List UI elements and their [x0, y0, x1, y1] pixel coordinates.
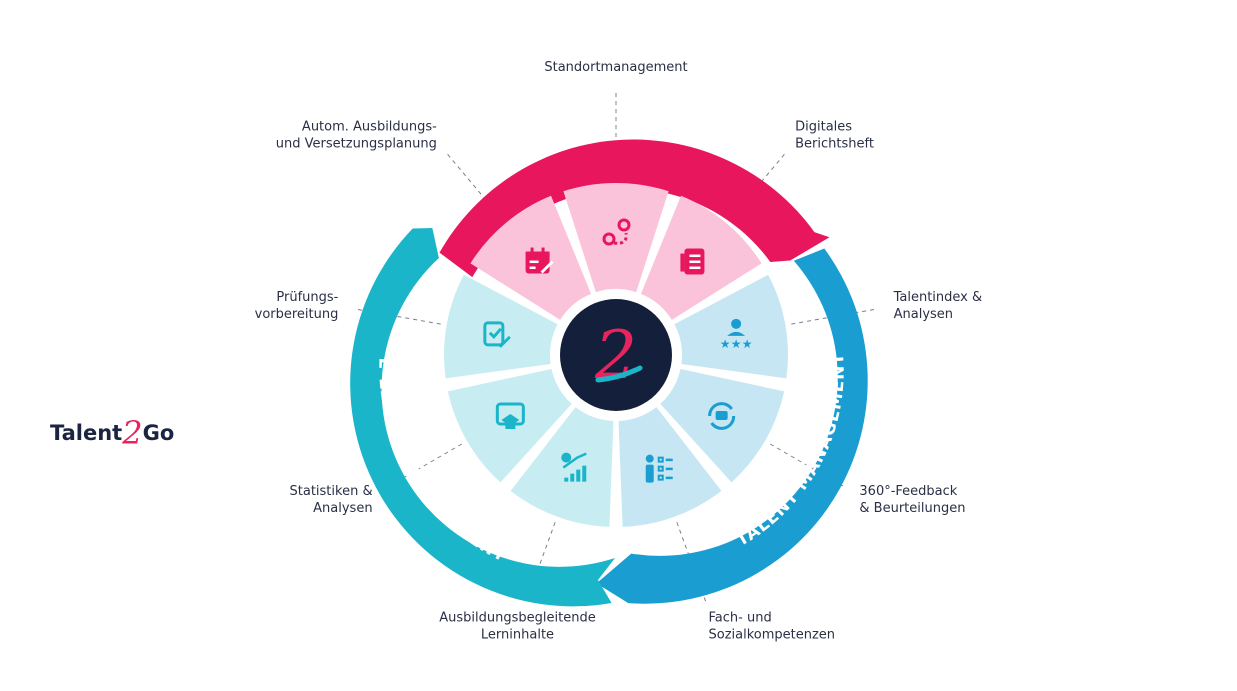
feature-label-line: Talentindex & [893, 290, 983, 305]
feature-label-line: Statistiken & [290, 484, 373, 499]
feature-label-line: vorbereitung [255, 307, 339, 322]
exam-check-icon [483, 321, 511, 348]
brand-logo: Talent2Go [50, 414, 174, 452]
person-stars-icon: ★★★ [720, 318, 753, 351]
graduation-screen-icon [495, 402, 525, 429]
segment-3 [674, 274, 788, 379]
center-logo-stroke [595, 365, 643, 383]
svg-text:★: ★ [731, 337, 742, 351]
feature-label-line: Fach- und [709, 611, 772, 626]
feature-label-line: Ausbildungsbegleitende [439, 611, 595, 626]
feature-label-9: Autom. Ausbildungs-und Versetzungsplanun… [276, 119, 437, 151]
growth-chart-icon [561, 452, 587, 482]
feature-label-line: 360°-Feedback [859, 484, 957, 499]
feature-label-line: Sozialkompetenzen [709, 628, 836, 643]
talent-management-ring [596, 248, 868, 604]
brand-prefix: Talent [50, 421, 122, 445]
ausbildungsmanagement-ring [439, 139, 830, 278]
brand-accent: 2 [121, 414, 142, 452]
map-pin-route-icon [602, 218, 631, 246]
svg-text:★: ★ [720, 337, 731, 351]
feature-label-7: Statistiken & Analysen [290, 484, 373, 516]
feature-label-line: Standortmanagement [544, 60, 687, 75]
feature-label-1: Standortmanagement [544, 60, 687, 75]
feedback-cycle-icon [708, 402, 736, 430]
e-learning-content-ring [350, 228, 615, 607]
segment-4 [660, 368, 785, 483]
feature-label-line: Analysen [313, 501, 372, 516]
feature-label-4: 360°-Feedback & Beurteilungen [859, 484, 965, 516]
calendar-edit-icon [525, 247, 554, 274]
feature-label-3: Talentindex & Analysen [893, 290, 983, 322]
feature-label-line: Lerninhalte [481, 628, 554, 643]
feature-label-line: und Versetzungsplanung [276, 136, 437, 151]
center-hub [560, 299, 672, 411]
feature-label-8: Prüfungs-vorbereitung [255, 290, 339, 322]
feature-label-line: Analysen [894, 307, 953, 322]
segment-1 [563, 183, 669, 293]
feature-label-line: Prüfungs- [276, 290, 338, 305]
person-checklist-icon [645, 454, 673, 483]
feature-label-line: & Beurteilungen [859, 501, 965, 516]
icon-group: ★★★ [483, 218, 753, 483]
feature-label-line: Digitales [795, 119, 852, 134]
segment-8 [444, 274, 558, 379]
center-logo-mark: 2 [594, 317, 637, 394]
brand-suffix: Go [143, 421, 175, 445]
feature-label-line: Berichtsheft [795, 136, 874, 151]
segment-6 [510, 407, 614, 527]
notebook-icon [680, 248, 705, 275]
svg-text:★: ★ [742, 337, 753, 351]
feature-label-line: Autom. Ausbildungs- [302, 119, 437, 134]
leader-line-9 [445, 151, 502, 219]
segment-5 [618, 407, 722, 527]
